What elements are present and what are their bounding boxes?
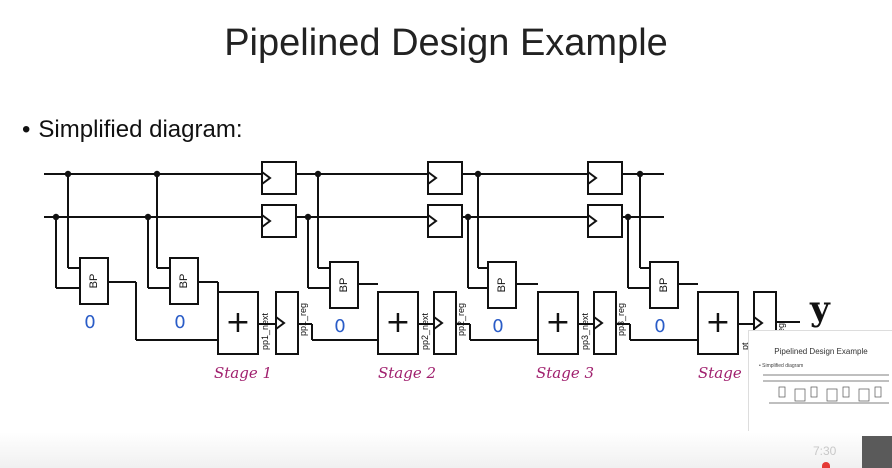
bp-label: BP	[658, 278, 670, 293]
stage-next-label: pp2_next	[420, 312, 430, 350]
slide-thumbnail[interactable]: Pipelined Design Example • Simplified di…	[748, 330, 892, 431]
clock-triangle	[261, 214, 272, 228]
stage-label: Stage 3	[536, 364, 594, 382]
pipeline-register	[275, 291, 299, 355]
clock-triangle	[427, 214, 438, 228]
stage-next-label: pp1_next	[260, 312, 270, 350]
adder-block	[697, 291, 739, 355]
bullet-item: • Simplified diagram:	[22, 116, 243, 144]
bullet-dot: •	[22, 116, 31, 143]
adder-block	[217, 291, 259, 355]
bp-label: BP	[496, 278, 508, 293]
pipeline-register	[593, 291, 617, 355]
stage-next-label: pt	[740, 342, 750, 350]
adder-block	[377, 291, 419, 355]
adder-block	[537, 291, 579, 355]
clock-triangle	[433, 316, 444, 330]
clock-triangle	[275, 316, 286, 330]
output-y-label: y	[809, 289, 831, 329]
bp-block	[487, 261, 517, 309]
adder-plus-symbol: +	[705, 305, 730, 340]
adder-plus-symbol: +	[225, 305, 250, 340]
clock-triangle	[587, 214, 598, 228]
adder-plus-symbol: +	[545, 305, 570, 340]
video-bottom-bar	[0, 432, 892, 468]
stage-reg-label: pp3_reg	[616, 303, 626, 336]
bp-label: BP	[338, 278, 350, 293]
thumbnail-bullet: • Simplified diagram	[759, 363, 804, 369]
stage2-bus-b-register	[427, 204, 463, 238]
bp-block	[329, 261, 359, 309]
stage-label: Stage	[698, 364, 742, 382]
adder-plus-symbol: +	[385, 305, 410, 340]
stage-reg-label: pp2_reg	[456, 303, 466, 336]
bullet-text: Simplified diagram:	[38, 116, 243, 143]
bp-zero-annotation: 0	[84, 312, 95, 333]
stage-reg-label: pp1_reg	[298, 303, 308, 336]
clock-triangle	[261, 171, 272, 185]
pipeline-register	[433, 291, 457, 355]
stage3-bus-b-register	[587, 204, 623, 238]
stage2-bus-a-register	[427, 161, 463, 195]
stage-next-label: pp3_next	[580, 312, 590, 350]
bp-label: BP	[178, 274, 190, 289]
clock-triangle	[753, 316, 764, 330]
bp-label: BP	[88, 274, 100, 289]
bp-zero-annotation: 0	[174, 312, 185, 333]
bp-block	[649, 261, 679, 309]
webcam-thumbnail[interactable]	[862, 436, 892, 468]
bp-zero-annotation: 0	[654, 316, 665, 337]
stage-reg-label: reg	[776, 323, 786, 336]
progress-marker[interactable]	[822, 462, 830, 468]
clock-triangle	[587, 171, 598, 185]
thumbnail-title: Pipelined Design Example	[774, 347, 868, 356]
slide-title: Pipelined Design Example	[224, 22, 668, 64]
stage1-bus-a-register	[261, 161, 297, 195]
clock-triangle	[427, 171, 438, 185]
thumbnail-diagram	[763, 374, 889, 404]
stage-label: Stage 2	[378, 364, 436, 382]
bp-block	[79, 257, 109, 305]
video-time: 7:30	[813, 444, 837, 458]
stage1-bus-b-register	[261, 204, 297, 238]
bp-zero-annotation: 0	[334, 316, 345, 337]
bp-zero-annotation: 0	[492, 316, 503, 337]
stage3-bus-a-register	[587, 161, 623, 195]
stage-label: Stage 1	[214, 364, 272, 382]
clock-triangle	[593, 316, 604, 330]
